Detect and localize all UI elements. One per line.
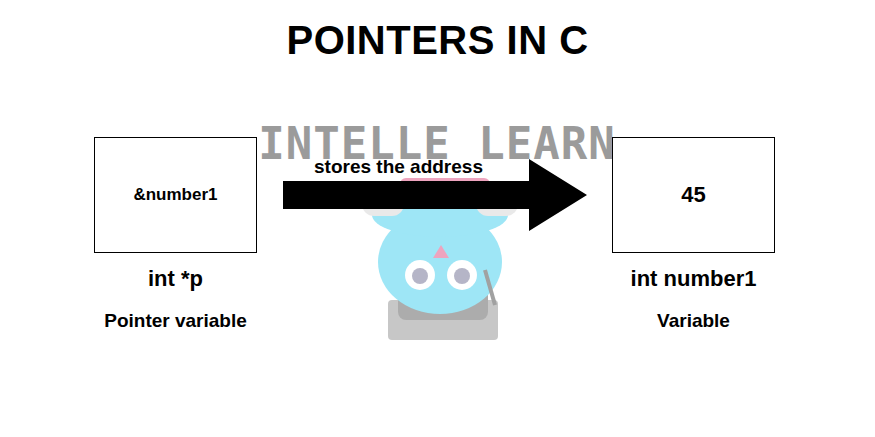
- value-box: 45int number1Variable: [612, 137, 775, 253]
- arrow-label: stores the address: [314, 156, 483, 178]
- box-value: &number1: [95, 185, 256, 205]
- diagram-title: POINTERS IN C: [0, 18, 875, 63]
- value-box: &number1int *pPointer variable: [94, 137, 257, 253]
- declaration-label: int *p: [35, 266, 316, 292]
- declaration-label: int number1: [553, 266, 834, 292]
- box-value: 45: [613, 182, 774, 208]
- caption-label: Variable: [553, 310, 834, 332]
- caption-label: Pointer variable: [35, 310, 316, 332]
